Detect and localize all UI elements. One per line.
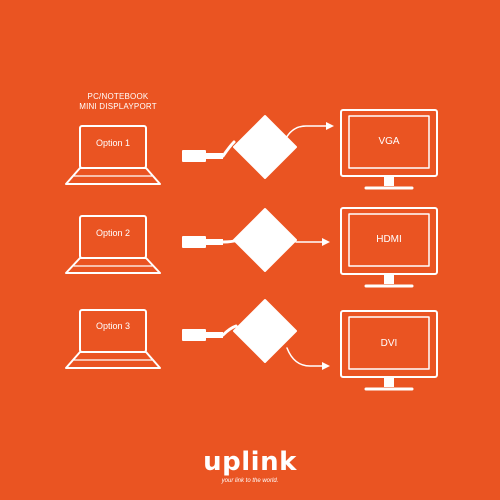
row-1: [65, 109, 438, 190]
hdmi-label: HDMI: [376, 234, 402, 245]
source-line-1: PC/NOTEBOOK: [87, 92, 149, 101]
brand-name: uplink: [203, 447, 297, 477]
monitor-icon: [340, 109, 438, 190]
monitor-icon: [340, 207, 438, 288]
adapter-hub-icon: [233, 299, 297, 363]
arrow-right-icon: [286, 347, 330, 370]
laptop-icon: [65, 309, 161, 369]
option-1-label: Option 1: [95, 138, 131, 148]
brand-logo: uplink your link to the world.: [150, 448, 350, 485]
option-2-label: Option 2: [95, 228, 131, 238]
source-device-label: PC/NOTEBOOK MINI DISPLAYPORT: [62, 92, 174, 112]
laptop-icon: [65, 125, 161, 185]
source-line-2: MINI DISPLAYPORT: [79, 102, 157, 111]
monitor-icon: [340, 310, 438, 391]
row-3: [65, 299, 438, 391]
adapter-hub-icon: [233, 208, 297, 272]
arrow-right-icon: [284, 122, 334, 141]
adapter-hub-icon: [233, 115, 297, 179]
row-2: [65, 207, 438, 288]
brand-tagline: your link to the world.: [221, 478, 279, 484]
arrow-right-icon: [295, 238, 330, 246]
vga-label: VGA: [378, 136, 400, 147]
option-3-label: Option 3: [95, 321, 131, 331]
dvi-label: DVI: [380, 338, 398, 349]
laptop-icon: [65, 215, 161, 274]
mini-displayport-plug-icon: [182, 236, 223, 248]
mini-displayport-plug-icon: [182, 329, 223, 341]
mini-displayport-plug-icon: [182, 150, 223, 162]
